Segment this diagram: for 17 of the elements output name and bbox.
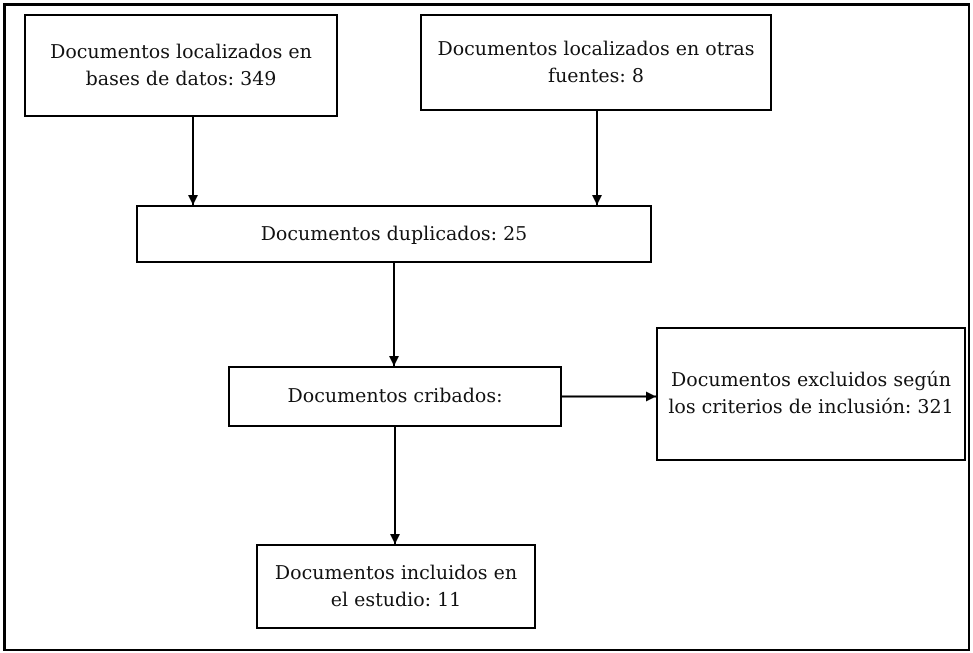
box-text: Documentos duplicados: 25 (260, 222, 528, 247)
process-box (228, 366, 562, 427)
arrow (562, 392, 656, 402)
arrow (188, 117, 198, 205)
box-text: Documentos localizados en otras fuentes: 8 (436, 36, 756, 88)
process-box (136, 205, 652, 263)
box-text: Documentos incluidos en el estudio: 11 (274, 560, 518, 612)
process-box (256, 544, 536, 629)
box-text: Documentos localizados en bases de datos: 349 (49, 40, 313, 92)
process-box (420, 14, 772, 111)
process-box (656, 327, 966, 461)
arrow (390, 427, 400, 544)
arrow (592, 111, 602, 205)
arrow (389, 263, 399, 366)
box-text: Documentos cribados: (288, 384, 502, 410)
box-text: Documentos excluidos según los criterios de inclusión: 321 (667, 368, 955, 420)
process-box (24, 14, 338, 117)
